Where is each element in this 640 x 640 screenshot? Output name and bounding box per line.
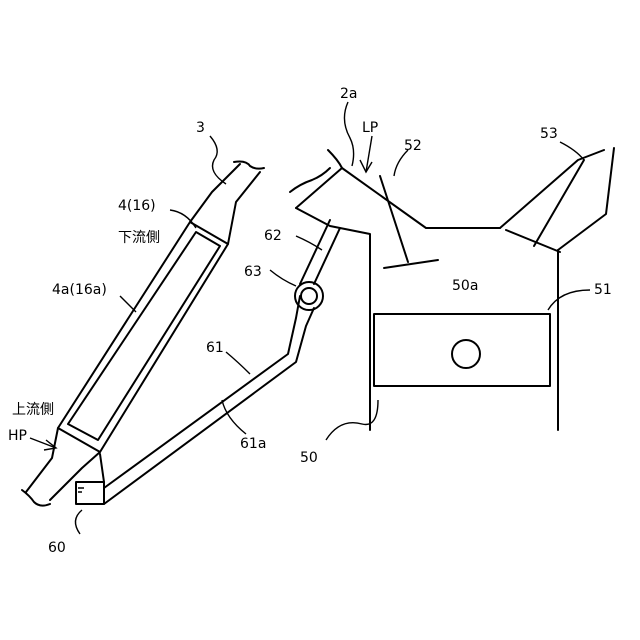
intake-break	[290, 168, 330, 192]
text-labels: 3 4(16) 下流側 4a(16a) 上流側 HP 60 61 61a 62 …	[8, 86, 612, 556]
label-50a: 50a	[452, 278, 478, 294]
label-4-16: 4(16)	[118, 198, 156, 214]
label-4a-16a: 4a(16a)	[52, 282, 107, 298]
leader-4a-16a	[120, 296, 136, 312]
exhaust-valve-head	[506, 230, 560, 252]
exhaust-valve-stem	[534, 160, 584, 246]
intake-valve-head	[384, 260, 438, 268]
label-63: 63	[244, 264, 262, 280]
label-2a: 2a	[340, 86, 358, 102]
intake-upper-wall	[328, 150, 500, 228]
supply-line-inner	[104, 308, 314, 504]
label-hp: HP	[8, 428, 27, 444]
label-61: 61	[206, 340, 224, 356]
label-downstream: 下流側	[118, 230, 160, 246]
exhaust-port-lower	[558, 148, 614, 250]
leader-62	[296, 236, 322, 250]
label-51: 51	[594, 282, 612, 298]
label-62: 62	[264, 228, 282, 244]
intake-valve-stem	[380, 176, 408, 262]
label-upstream: 上流側	[12, 402, 54, 418]
leader-hp	[30, 438, 56, 448]
label-53: 53	[540, 126, 558, 142]
leader-61a	[222, 400, 246, 434]
leader-53	[560, 142, 584, 160]
tank-60	[76, 482, 104, 504]
leader-51	[548, 290, 590, 310]
pump-63-inner	[301, 288, 317, 304]
label-3: 3	[196, 120, 205, 136]
intake-side-line	[296, 168, 342, 208]
label-50: 50	[300, 450, 318, 466]
piston-pin	[452, 340, 480, 368]
label-60: 60	[48, 540, 66, 556]
valve-62-pipe-right	[314, 228, 340, 284]
tank-60-side	[100, 454, 104, 482]
catalyst-core	[68, 232, 220, 440]
tank-60-level-mark	[78, 488, 84, 492]
piston-51	[374, 314, 550, 386]
label-61a: 61a	[240, 436, 266, 452]
label-52: 52	[404, 138, 422, 154]
inlet-pipe-break	[22, 490, 50, 506]
leader-63	[270, 270, 296, 286]
leader-3	[210, 136, 226, 184]
leader-2a	[344, 102, 353, 166]
leader-60	[75, 510, 82, 534]
outlet-pipe-right-wall	[228, 172, 260, 244]
leader-61	[226, 352, 250, 374]
valve-62-pipe-left	[300, 220, 330, 284]
label-lp: LP	[362, 120, 378, 136]
